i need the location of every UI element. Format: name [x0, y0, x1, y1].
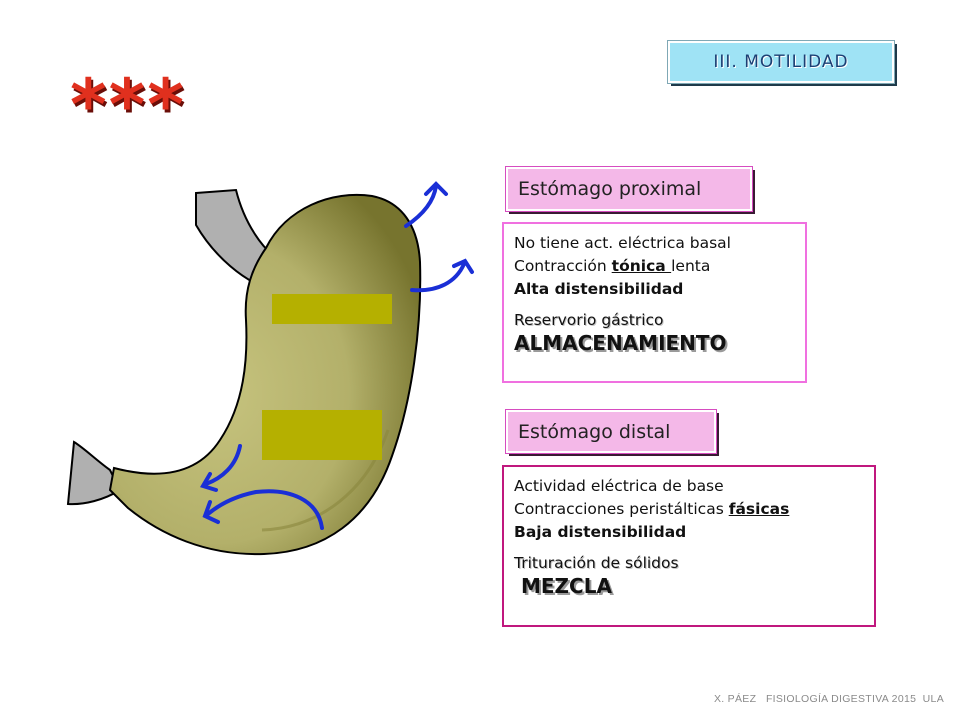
proximal-role: Reservorio gástrico — [514, 311, 664, 329]
arrow-distal-curve — [206, 489, 324, 530]
proximal-tonica: tónica — [611, 257, 672, 275]
importance-stars: *** — [70, 64, 186, 146]
proximal-label: Estómago proximal — [505, 166, 753, 212]
proximal-line-3: Alta distensibilidad — [514, 280, 684, 298]
proximal-function: ALMACENAMIENTO — [514, 331, 727, 355]
section-title-badge: III. MOTILIDAD — [667, 40, 895, 84]
distal-fasicas: fásicas — [728, 500, 790, 518]
arrow-mid-right — [410, 262, 466, 293]
distal-line-2: Contracciones peristálticas fásicas — [514, 498, 864, 521]
stomach-body — [108, 193, 422, 556]
proximal-info-box: No tiene act. eléctrica basal Contracció… — [502, 222, 807, 383]
distal-line-2-pre: Contracciones peristálticas — [514, 500, 729, 518]
section-title: III. MOTILIDAD — [713, 52, 849, 72]
proximal-title: Estómago proximal — [518, 178, 702, 200]
distal-label: Estómago distal — [505, 409, 717, 454]
footer-credit: X. PÁEZ FISIOLOGÍA DIGESTIVA 2015 ULA — [713, 693, 944, 705]
proximal-line-2-post: lenta — [671, 257, 711, 275]
distal-title: Estómago distal — [518, 420, 671, 443]
duodenum — [66, 440, 122, 506]
arrow-upper-right — [404, 184, 438, 228]
proximal-line-1: No tiene act. eléctrica basal — [514, 234, 731, 252]
label-bar-distal — [262, 410, 382, 460]
proximal-line-2-pre: Contracción — [514, 257, 612, 275]
distal-role: Trituración de sólidos — [514, 554, 679, 572]
proximal-line-2: Contracción tónica lenta — [514, 255, 795, 278]
label-bar-proximal — [272, 294, 392, 324]
distal-line-1: Actividad eléctrica de base — [514, 477, 724, 495]
distal-info-box: Actividad eléctrica de base Contraccione… — [502, 465, 876, 627]
distal-function: MEZCLA — [514, 574, 612, 598]
arrow-distal-down — [204, 444, 242, 486]
distal-line-3: Baja distensibilidad — [514, 523, 687, 541]
